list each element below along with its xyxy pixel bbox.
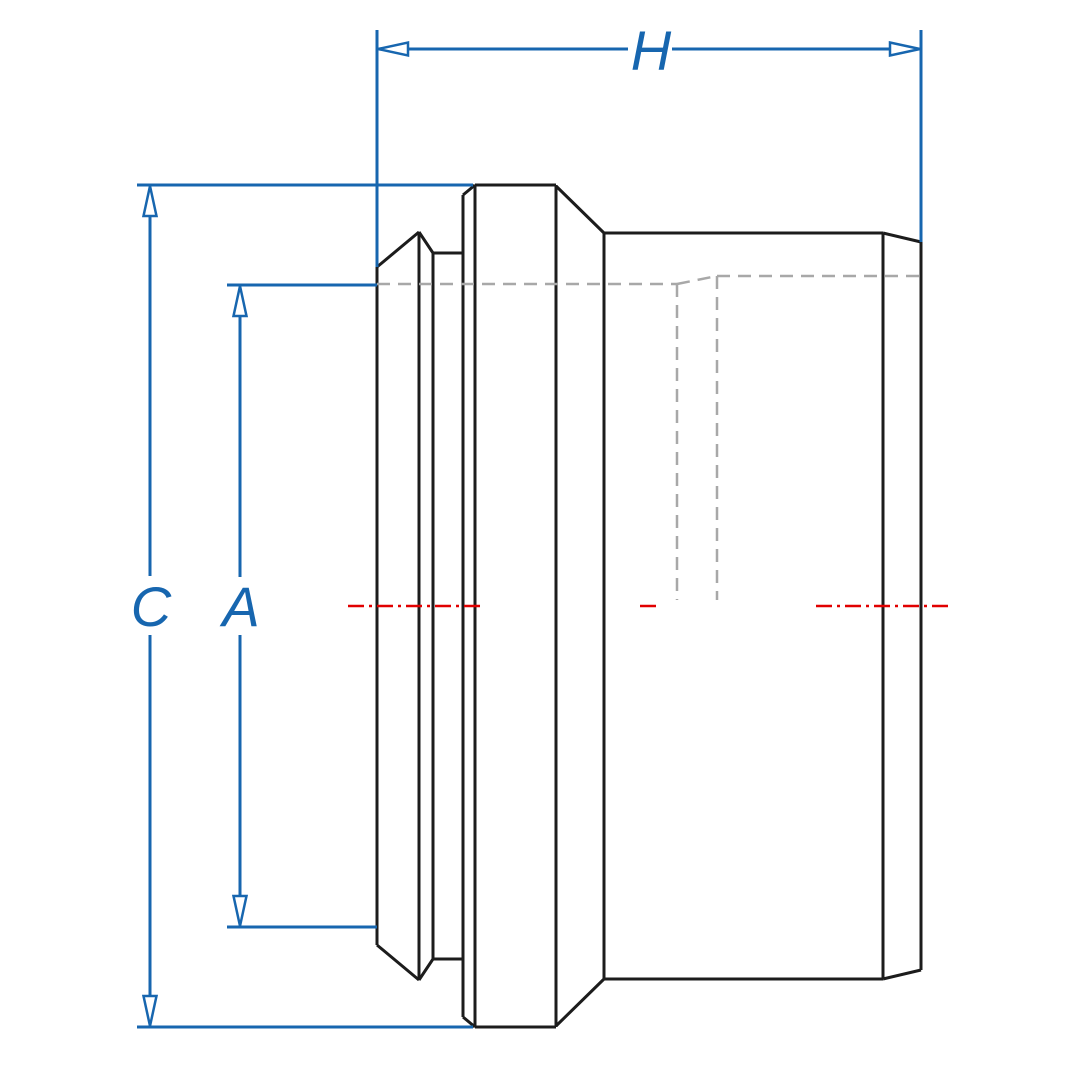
c-arrow-bottom [141, 994, 159, 1027]
weld-end-bottom-bevel [882, 968, 922, 981]
a-arrow-bottom [231, 894, 249, 927]
top-cone-line [554, 184, 606, 235]
bottom-cone-line [554, 977, 606, 1028]
hidden-bore-lines [377, 274, 921, 600]
dimension-label-c: C [131, 575, 172, 638]
dimension-a: A [219, 283, 377, 929]
dimension-h: H [375, 19, 923, 267]
top-groove-slant [417, 231, 435, 254]
dimension-c: C [131, 183, 473, 1029]
dimension-label-a: A [219, 575, 259, 638]
dimension-label-h: H [631, 19, 672, 82]
a-arrow-top [231, 285, 249, 318]
flange-bottom-chamfer [462, 1015, 476, 1029]
bore-step-hidden-line [676, 274, 718, 286]
c-arrow-top [141, 185, 159, 218]
flange-top-chamfer [462, 183, 476, 197]
bottom-groove-slant [417, 958, 435, 981]
top-bevel-line [376, 230, 420, 269]
bottom-bevel-line [376, 943, 420, 982]
h-arrow-right [888, 40, 921, 58]
weld-end-top-bevel [882, 231, 922, 244]
h-arrow-left [377, 40, 410, 58]
